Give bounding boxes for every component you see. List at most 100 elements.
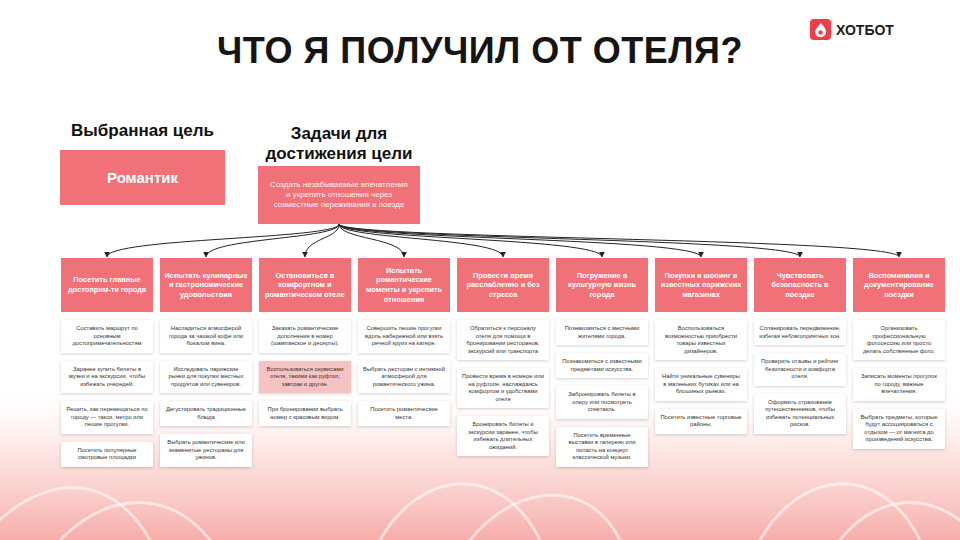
action-text: Познакомиться с известными предметами ис… [561, 358, 643, 373]
action-text: Посетить временные выставки в галереях и… [561, 432, 643, 462]
action-box: Найти уникальные сувениры в маленьких бу… [655, 368, 747, 401]
header-text: Испытать кулинарные и гастрономические у… [164, 271, 248, 300]
header-text: Провести время расслабленно и без стресс… [461, 271, 545, 300]
action-text: Дегустировать традиционные блюда [165, 406, 247, 421]
action-text: Спланировать передвижение, избегая небла… [759, 325, 841, 340]
action-text: При бронировании выбрать номер с красивы… [264, 406, 346, 421]
action-text: При бронировании выбрать номер с красивы… [264, 406, 346, 421]
action-box: Посетить романтические места. [358, 401, 450, 426]
header-text: Испытать кулинарные и гастрономические у… [164, 271, 248, 300]
logo-icon [810, 19, 831, 40]
action-text: Составить маршрут по основным достоприме… [66, 325, 148, 348]
goal-group: Задачи для достижения целиСоздать незабы… [258, 124, 420, 224]
action-text: Воспользоваться сервисами отеля, такими … [264, 366, 346, 389]
action-text: Насладиться атмосферой города за чашкой … [165, 325, 247, 348]
action-text: Найти уникальные сувениры в маленьких бу… [660, 373, 742, 396]
header-text: Испытать романтические моменты и укрепит… [362, 266, 446, 305]
action-box: Воспользоваться возможностью приобрести … [655, 320, 747, 360]
action-text: Решить, как перемещаться по городу — так… [66, 406, 148, 429]
swirl-pattern [0, 80, 960, 540]
task-box: Создать незабываемые впечатления и укреп… [258, 166, 420, 224]
action-text: Решить, как перемещаться по городу — так… [66, 406, 148, 429]
branch-arrow [107, 224, 339, 257]
task-header-box: Провести время расслабленно и без стресс… [457, 258, 549, 312]
action-text: Оформить страхование путешественников, ч… [759, 399, 841, 429]
action-box: Решить, как перемещаться по городу — так… [61, 401, 153, 434]
action-box: Заказать романтические дополнения в номе… [259, 320, 351, 353]
action-box: Посетить временные выставки в галереях и… [556, 427, 648, 467]
group-heading: Задачи для достижения цели [258, 124, 420, 163]
task-header-box: Погружение в культурную жизнь города [556, 258, 648, 312]
action-text: Проверить отзывы и рейтинг безопасности … [759, 358, 841, 381]
action-text: Бронировать билеты и экскурсии заранее, … [462, 421, 544, 451]
logo-text: ХОТБОТ [836, 22, 894, 38]
action-text: Обратиться к персоналу отеля для помощи … [462, 325, 544, 355]
header-text: Покупки и шопинг в известных парижских м… [659, 271, 743, 300]
action-text: Организовать профессиональную фотосессию… [858, 325, 940, 355]
branch-arrow [206, 224, 339, 257]
task-header-box: Остановиться в комфортном и романтическо… [259, 258, 351, 312]
header-text: Провести время расслабленно и без стресс… [461, 271, 545, 300]
header-text: Испытать романтические моменты и укрепит… [362, 266, 446, 305]
goal-text: Романтик [107, 169, 178, 186]
action-text: Спланировать передвижение, избегая небла… [759, 325, 841, 340]
action-box: Выбрать романтические или знаменитые рес… [160, 434, 252, 467]
action-text: Дегустировать традиционные блюда [165, 406, 247, 421]
header-text: Остановиться в комфортном и романтическо… [263, 271, 347, 300]
action-text: Обратиться к персоналу отеля для помощи … [462, 325, 544, 355]
action-text: Составить маршрут по основным достоприме… [66, 325, 148, 348]
page-title: ЧТО Я ПОЛУЧИЛ ОТ ОТЕЛЯ? [0, 30, 960, 72]
action-text: Заказать романтические дополнения в номе… [264, 325, 346, 348]
action-box: Оформить страхование путешественников, ч… [754, 394, 846, 434]
action-box: Исследовать парижские рынки для покупки … [160, 361, 252, 394]
action-text: Бронировать билеты и экскурсии заранее, … [462, 421, 544, 451]
action-text: Забронировать билеты в оперу или посмотр… [561, 391, 643, 414]
action-text: Записать моменты прогулок по городу, важ… [858, 373, 940, 396]
action-box: Выбрать ресторан с интимной атмосферой д… [358, 361, 450, 394]
header-text: Покупки и шопинг в известных парижских м… [659, 271, 743, 300]
action-box: Насладиться атмосферой города за чашкой … [160, 320, 252, 353]
action-box: Организовать профессиональную фотосессию… [853, 320, 945, 360]
header-text: Погружение в культурную жизнь города [560, 271, 644, 300]
action-box: Познакомиться с известными предметами ис… [556, 353, 648, 378]
action-text: Посетить известные торговые районы. [660, 414, 742, 429]
action-text: Познакомиться с местными жителями города… [561, 325, 643, 340]
header-text: Посетить главные достоприм-ти города [65, 275, 149, 294]
action-text: Выбрать ресторан с интимной атмосферой д… [363, 366, 445, 389]
action-box: Проверить отзывы и рейтинг безопасности … [754, 353, 846, 386]
action-text: Познакомиться с местными жителями города… [561, 325, 643, 340]
branch-arrow [339, 224, 800, 257]
action-text: Посетить известные торговые районы. [660, 414, 742, 429]
goal-box: Романтик [60, 150, 225, 205]
action-text: Проверить отзывы и рейтинг безопасности … [759, 358, 841, 381]
action-text: Исследовать парижские рынки для покупки … [165, 366, 247, 389]
goal-group: Выбранная цельРомантик [60, 121, 225, 205]
task-header-box: Испытать кулинарные и гастрономические у… [160, 258, 252, 312]
action-box: Заранее купить билеты в музеи и на экску… [61, 361, 153, 394]
task-header-box: Посетить главные достоприм-ти города [61, 258, 153, 312]
group-heading: Выбранная цель [60, 121, 225, 141]
action-box: Обратиться к персоналу отеля для помощи … [457, 320, 549, 360]
task-header-box: Покупки и шопинг в известных парижских м… [655, 258, 747, 312]
task-header-box: Чувствовать безопасность в поездке [754, 258, 846, 312]
action-text: Посетить романтические места. [363, 406, 445, 421]
header-text: Чувствовать безопасность в поездке [758, 271, 842, 300]
action-box: Провести время в номере или на руфтопе, … [457, 368, 549, 408]
action-box: Выбрать предметы, которые будут ассоциир… [853, 409, 945, 449]
action-text: Заранее купить билеты в музеи и на экску… [66, 366, 148, 389]
action-text: Воспользоваться возможностью приобрести … [660, 325, 742, 355]
action-text: Выбрать ресторан с интимной атмосферой д… [363, 366, 445, 389]
branch-arrow [339, 224, 899, 257]
action-box: Совершить пешие прогулки вдоль набережно… [358, 320, 450, 353]
header-text: Воспоминания и документирование поездки [857, 271, 941, 300]
action-box: Составить маршрут по основным достоприме… [61, 320, 153, 353]
action-text: Воспользоваться возможностью приобрести … [660, 325, 742, 355]
action-text: Выбрать предметы, которые будут ассоциир… [858, 414, 940, 444]
action-text: Посетить популярные смотровые площадки [66, 447, 148, 462]
action-text: Забронировать билеты в оперу или посмотр… [561, 391, 643, 414]
task-header-box: Испытать романтические моменты и укрепит… [358, 258, 450, 312]
action-text: Посетить романтические места. [363, 406, 445, 421]
header-text: Посетить главные достоприм-ти города [65, 275, 149, 294]
action-text: Выбрать предметы, которые будут ассоциир… [858, 414, 940, 444]
